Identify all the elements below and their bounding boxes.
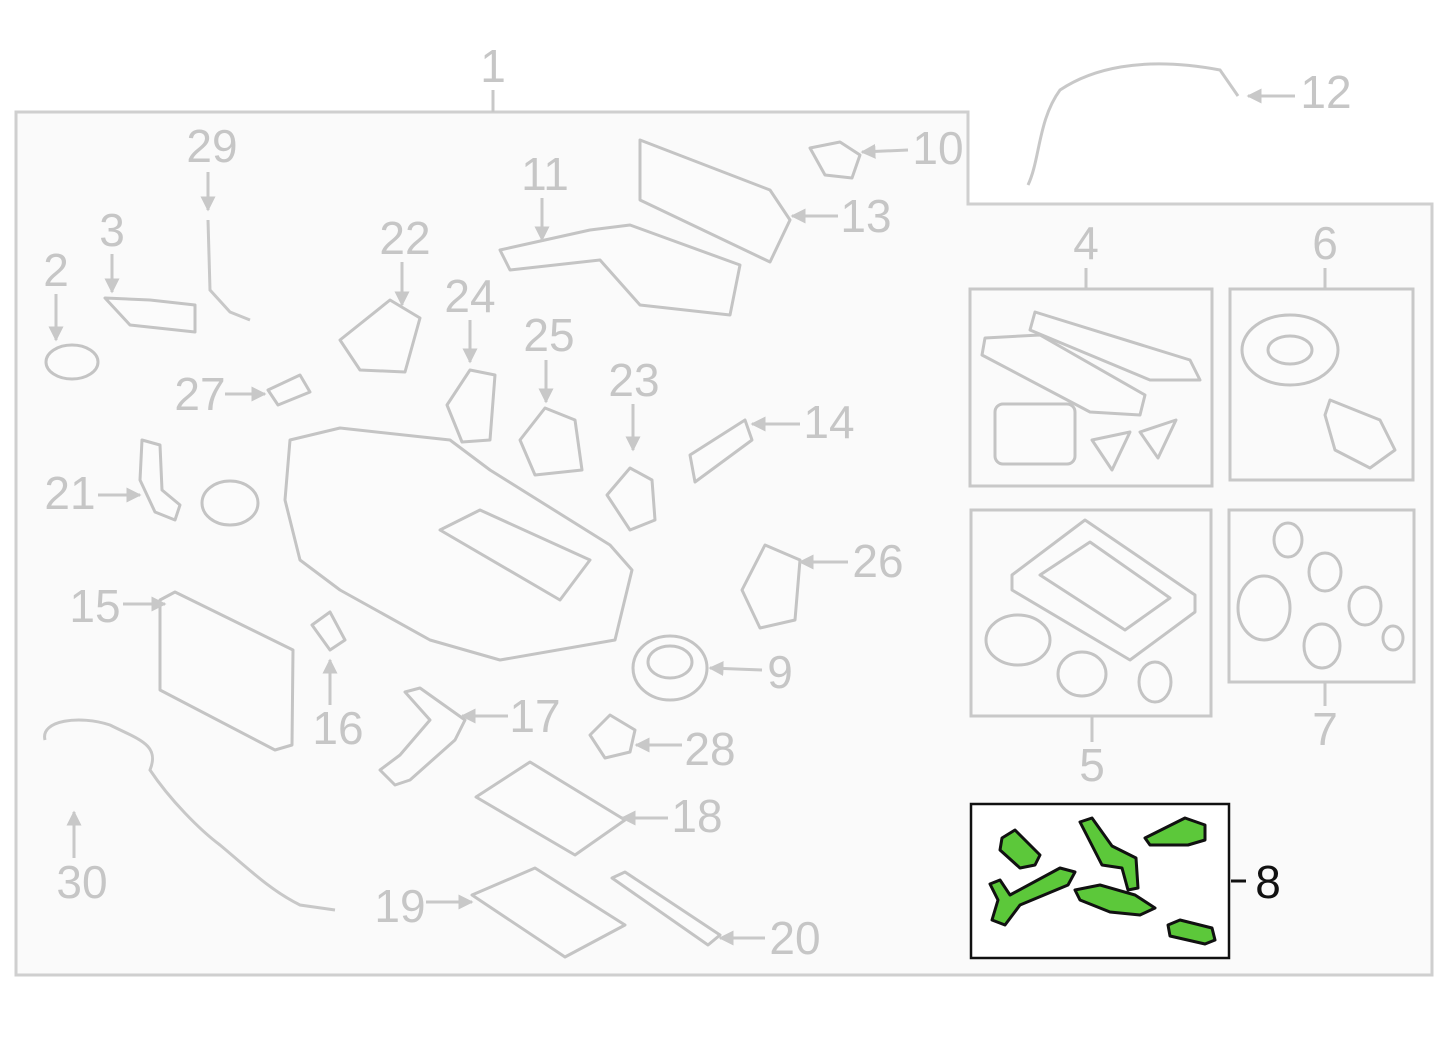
hvac-case — [283, 426, 634, 662]
callout-26[interactable]: 26 — [852, 535, 903, 587]
callout-17[interactable]: 17 — [509, 690, 560, 742]
duct-17 — [378, 686, 467, 787]
seal-kit-5-parts — [984, 518, 1197, 704]
wire-29 — [206, 219, 251, 322]
callout-1[interactable]: 1 — [480, 40, 506, 92]
seal-kit-4-parts — [980, 310, 1202, 472]
callout-30[interactable]: 30 — [56, 856, 107, 908]
actuator-21-connector — [200, 479, 260, 527]
actuator-3 — [103, 296, 197, 334]
drain-hose-12 — [1026, 62, 1240, 186]
callout-29[interactable]: 29 — [186, 120, 237, 172]
evaporator — [158, 590, 295, 752]
main-parts — [43, 62, 1240, 959]
actuator-22 — [338, 298, 422, 374]
sensor-28 — [588, 713, 637, 760]
callout-8[interactable]: 8 — [1255, 856, 1281, 908]
callout-6[interactable]: 6 — [1312, 217, 1338, 269]
actuator-25 — [518, 406, 584, 477]
highlighted-parts-8 — [988, 816, 1217, 946]
callout-9[interactable]: 9 — [767, 646, 793, 698]
resistor-14 — [688, 418, 754, 484]
duct-13 — [638, 138, 792, 264]
filter-cover — [470, 866, 627, 959]
callout-2[interactable]: 2 — [43, 244, 69, 296]
wiring-harness-30 — [43, 718, 336, 912]
callout-15[interactable]: 15 — [69, 580, 120, 632]
grommet-2 — [44, 343, 100, 381]
heater-core — [498, 223, 742, 317]
callout-13[interactable]: 13 — [840, 190, 891, 242]
callout-24[interactable]: 24 — [444, 270, 495, 322]
callout-11[interactable]: 11 — [521, 148, 569, 200]
callout-3[interactable]: 3 — [99, 204, 125, 256]
callout-22[interactable]: 22 — [379, 212, 430, 264]
callout-23[interactable]: 23 — [608, 354, 659, 406]
callout-12[interactable]: 12 — [1300, 66, 1351, 118]
callout-10[interactable]: 10 — [912, 122, 963, 174]
leader-arrows — [48, 88, 1295, 946]
sensor-16 — [310, 610, 347, 652]
callout-4[interactable]: 4 — [1073, 217, 1099, 269]
bracket-21 — [138, 438, 182, 522]
callout-28[interactable]: 28 — [684, 723, 735, 775]
callout-27[interactable]: 27 — [174, 368, 225, 420]
callout-7[interactable]: 7 — [1312, 703, 1338, 755]
sensor-23 — [605, 466, 657, 532]
sensor-10 — [808, 140, 862, 180]
callout-21[interactable]: 21 — [44, 467, 95, 519]
callout-18[interactable]: 18 — [671, 790, 722, 842]
callout-25[interactable]: 25 — [523, 309, 574, 361]
callout-20[interactable]: 20 — [769, 912, 820, 964]
clip-27 — [266, 373, 312, 407]
actuator-26 — [740, 543, 802, 630]
seal-kit-6-parts — [1240, 313, 1397, 470]
actuator-24 — [445, 368, 497, 444]
callout-5[interactable]: 5 — [1079, 739, 1105, 791]
callout-19[interactable]: 19 — [374, 880, 425, 932]
oring-kit-7-parts — [1236, 521, 1405, 670]
callout-16[interactable]: 16 — [312, 702, 363, 754]
callout-14[interactable]: 14 — [803, 396, 854, 448]
